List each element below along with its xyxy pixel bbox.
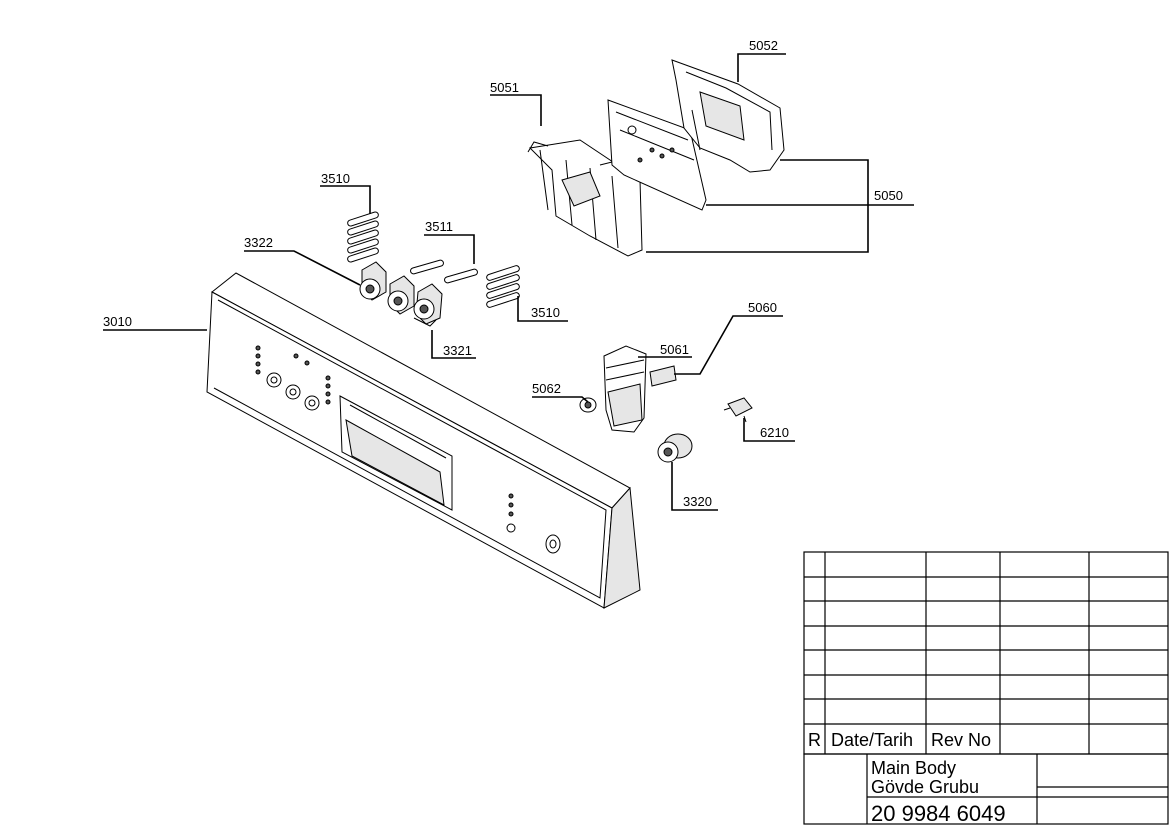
callout-3320: 3320 (683, 494, 712, 509)
callout-3322: 3322 (244, 235, 273, 250)
callout-5061: 5061 (660, 342, 689, 357)
button-5062 (579, 397, 597, 413)
title-turkish: Gövde Grubu (871, 777, 979, 797)
callout-3510-top: 3510 (321, 171, 350, 186)
board-5060 (649, 365, 677, 387)
leader-lines (103, 53, 914, 511)
control-panel-3010 (206, 272, 641, 609)
pins-3510-right (486, 265, 520, 308)
knob-3320 (657, 433, 693, 463)
callout-5050: 5050 (874, 188, 903, 203)
connector-6210 (723, 397, 753, 423)
title-english: Main Body (871, 758, 956, 778)
pins-3510-left (347, 211, 379, 263)
rev-no-header: Rev No (931, 730, 991, 750)
callout-5062: 5062 (532, 381, 561, 396)
cover-5052 (671, 59, 785, 173)
callout-5052: 5052 (749, 38, 778, 53)
bracket-5051 (527, 139, 643, 257)
callout-5051: 5051 (490, 80, 519, 95)
callout-3321: 3321 (443, 343, 472, 358)
shafts-3511 (410, 259, 478, 284)
callout-3510-bottom: 3510 (531, 305, 560, 320)
callout-labels: 5052 5051 5050 3510 3511 3322 3010 3510 … (103, 38, 903, 509)
callout-5060: 5060 (748, 300, 777, 315)
knobs-3322 (359, 261, 443, 327)
drawing-number: 20 9984 6049 (871, 801, 1006, 826)
switch-5061 (603, 345, 647, 433)
date-header: Date/Tarih (831, 730, 913, 750)
callout-6210: 6210 (760, 425, 789, 440)
callout-3010: 3010 (103, 314, 132, 329)
callout-3511: 3511 (425, 219, 453, 234)
rev-header: R (808, 730, 821, 750)
title-block: R Date/Tarih Rev No Main Body Gövde Grub… (803, 551, 1169, 826)
